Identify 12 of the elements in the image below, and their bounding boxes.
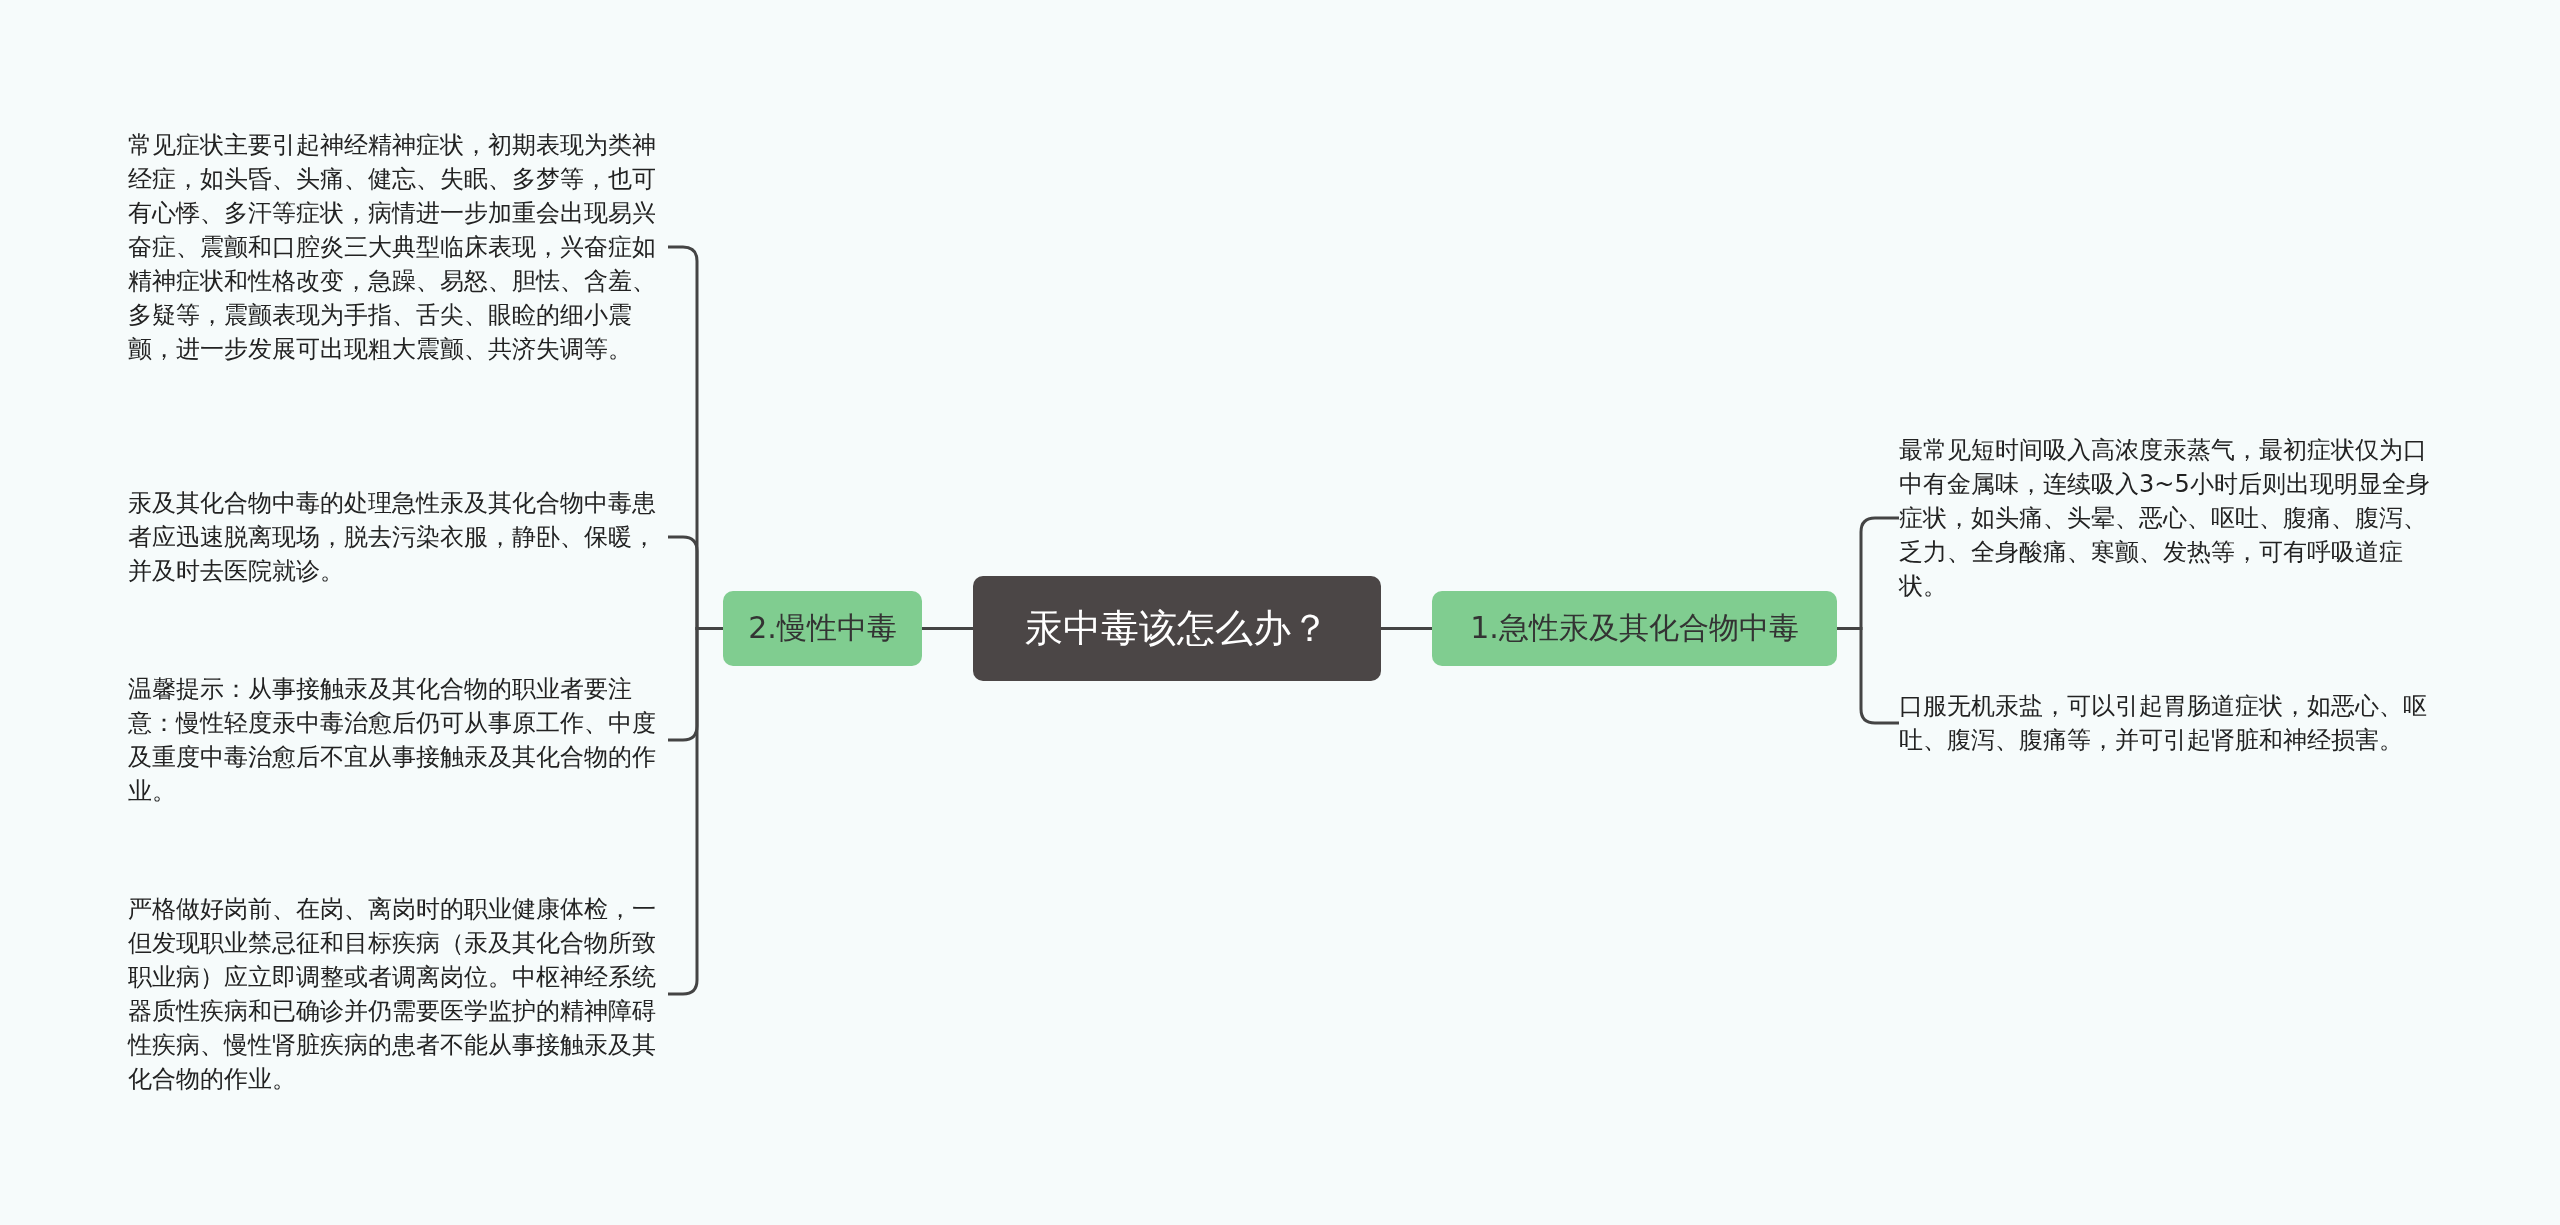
connector-line xyxy=(1381,627,1432,630)
connector-line xyxy=(1837,627,1899,725)
leaf-text: 最常见短时间吸入高浓度汞蒸气，最初症状仅为口中有金属味，连续吸入3~5小时后则出现明显全身症状，如头痛、头晕、恶心、呕吐、腹痛、腹泻、乏力、全身酸痛、寒颤、发热等，可有呼吸道症状。 xyxy=(1899,433,2439,603)
connector-line xyxy=(922,627,973,630)
leaf-text: 口服无机汞盐，可以引起胃肠道症状，如恶心、呕吐、腹泻、腹痛等，并可引起肾脏和神经损害。 xyxy=(1899,689,2439,757)
branch-box: 1.急性汞及其化合物中毒 xyxy=(1432,591,1837,666)
leaf-text: 温馨提示：从事接触汞及其化合物的职业者要注意：慢性轻度汞中毒治愈后仍可从事原工作、中度及重度中毒治愈后不宜从事接触汞及其化合物的作业。 xyxy=(128,672,668,808)
leaf-text: 严格做好岗前、在岗、离岗时的职业健康体检，一但发现职业禁忌征和目标疾病（汞及其化合物所致职业病）应立即调整或者调离岗位。中枢神经系统器质性疾病和已确诊并仍需要医学监护的精神障碍性疾病、慢性肾脏疾病的患者不能从事接触汞及其化合物的作业。 xyxy=(128,892,668,1096)
leaf-text: 汞及其化合物中毒的处理急性汞及其化合物中毒患者应迅速脱离现场，脱去污染衣服，静卧、保暖，并及时去医院就诊。 xyxy=(128,486,668,588)
branch-box: 2.慢性中毒 xyxy=(723,591,922,666)
leaf-text: 常见症状主要引起神经精神症状，初期表现为类神经症，如头昏、头痛、健忘、失眠、多梦等，也可有心悸、多汗等症状，病情进一步加重会出现易兴奋症、震颤和口腔炎三大典型临床表现，兴奋症如精神症状和性格改变，急躁、易怒、胆怯、含羞、多疑等，震颤表现为手指、舌尖、眼睑的细小震颤，进一步发展可出现粗大震颤、共济失调等。 xyxy=(128,128,668,366)
central-topic-box: 汞中毒该怎么办？ xyxy=(973,576,1381,681)
